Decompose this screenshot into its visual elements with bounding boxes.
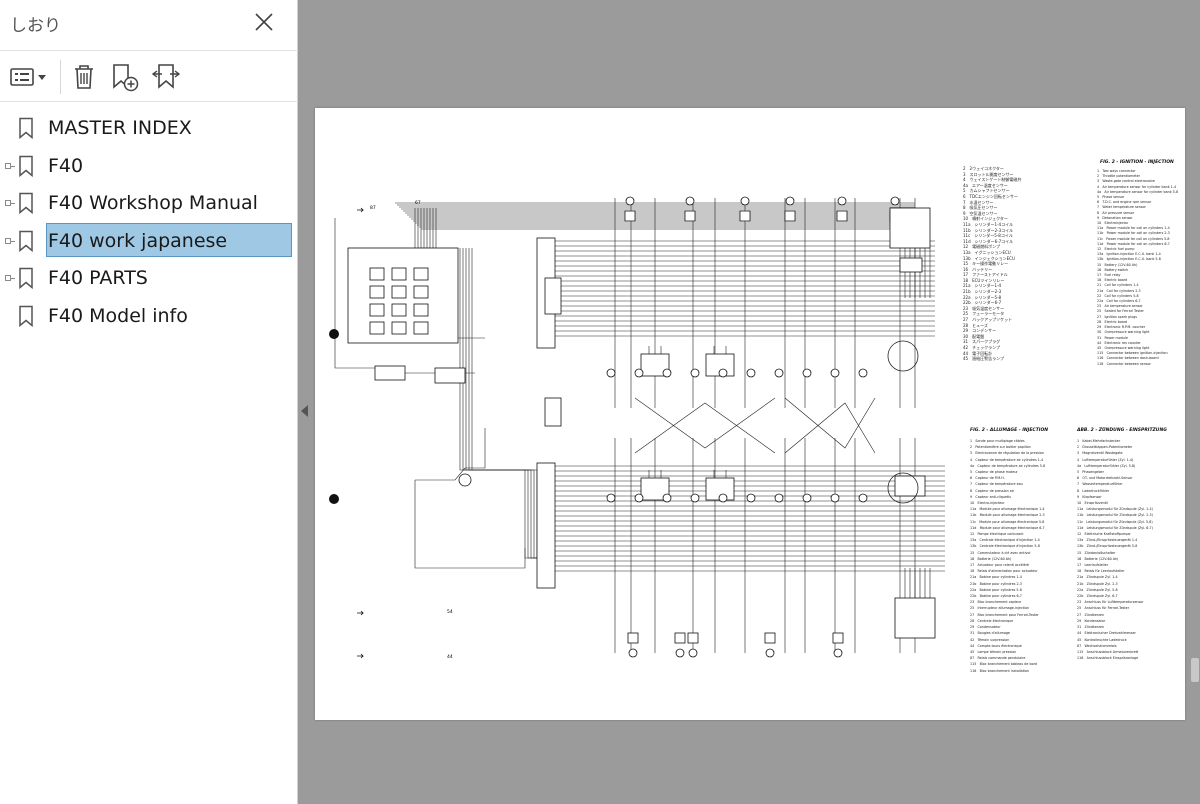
wiring-diagram: 87 67 54 44 — [329, 196, 945, 660]
bookmark-item-f40-parts[interactable]: F40 PARTS — [0, 260, 298, 298]
bookmark-search-icon[interactable] — [150, 62, 182, 92]
japanese-legend: 2 2ウェイコネクター 3 スロットル開度センサー 4 ウェイストゲート制御電磁… — [963, 166, 1022, 362]
legend-heading-fr: FIG. 2 - ALLUMAGE - INJECTION — [970, 428, 1049, 433]
bookmark-item-master-index[interactable]: MASTER INDEX — [0, 110, 298, 148]
bookmark-icon — [19, 192, 33, 214]
expand-toggle-icon[interactable] — [5, 237, 15, 244]
expand-toggle-icon[interactable] — [5, 275, 15, 281]
toolbar-separator — [60, 60, 61, 94]
legend-heading-de: ABB. 2 - ZÜNDUNG - EINSPRITZUNG — [1077, 428, 1167, 433]
new-bookmark-icon[interactable] — [109, 62, 141, 92]
delete-icon[interactable] — [70, 62, 98, 92]
french-legend: 1 Sonde pour multiplage câbles 2 Potenti… — [970, 439, 1046, 673]
ref-label-44: 44 — [447, 654, 453, 660]
scrollbar-thumb[interactable] — [1191, 658, 1199, 682]
bookmark-label: F40 work japanese — [48, 229, 228, 252]
ref-label-54: 54 — [447, 609, 453, 615]
ref-label-87: 87 — [370, 205, 376, 211]
document-page: 87 67 54 44 2 2ウェイコネクター 3 スロットル開度センサー 4 … — [315, 108, 1185, 720]
vertical-scrollbar[interactable] — [1188, 0, 1200, 804]
bookmark-icon — [19, 267, 33, 289]
bookmark-label: MASTER INDEX — [48, 117, 192, 139]
bookmarks-panel: しおり MASTER INDEX — [0, 0, 298, 804]
english-legend: 1 Two ways connector 2 Throttle potentio… — [1097, 169, 1179, 366]
legend-heading-en: FIG. 2 - IGNITION - INJECTION — [1100, 160, 1174, 165]
bookmark-label: F40 Model info — [48, 304, 188, 327]
close-icon[interactable] — [250, 8, 278, 36]
selection-highlight — [46, 222, 292, 257]
bookmark-label: F40 — [48, 154, 84, 177]
panel-title: しおり — [10, 16, 61, 36]
expand-toggle-icon[interactable] — [5, 162, 15, 169]
ref-label-67: 67 — [415, 200, 421, 206]
bookmarks-toolbar — [0, 50, 298, 102]
bookmark-list: MASTER INDEX F40 F40 Workshop Manual F40… — [0, 110, 298, 335]
bookmark-icon — [19, 117, 33, 139]
bookmark-icon — [19, 155, 33, 177]
bookmark-icon — [19, 305, 33, 327]
german-legend: 1 Kabel-Mehrfachstecker 2 Drosselklappen… — [1077, 439, 1153, 661]
bookmark-label: F40 Workshop Manual — [48, 192, 258, 214]
expand-toggle-icon[interactable] — [5, 200, 15, 206]
collapse-panel-icon[interactable] — [301, 405, 308, 417]
bookmark-icon — [19, 230, 33, 252]
bookmark-options-icon[interactable] — [9, 62, 49, 92]
bookmark-label: F40 PARTS — [48, 267, 148, 289]
bookmark-item-f40-work-japanese[interactable]: F40 work japanese — [0, 222, 298, 261]
bookmark-item-f40-workshop-manual[interactable]: F40 Workshop Manual — [0, 185, 298, 223]
bookmark-item-f40[interactable]: F40 — [0, 148, 298, 186]
bookmark-item-f40-model-info[interactable]: F40 Model info — [0, 298, 298, 336]
